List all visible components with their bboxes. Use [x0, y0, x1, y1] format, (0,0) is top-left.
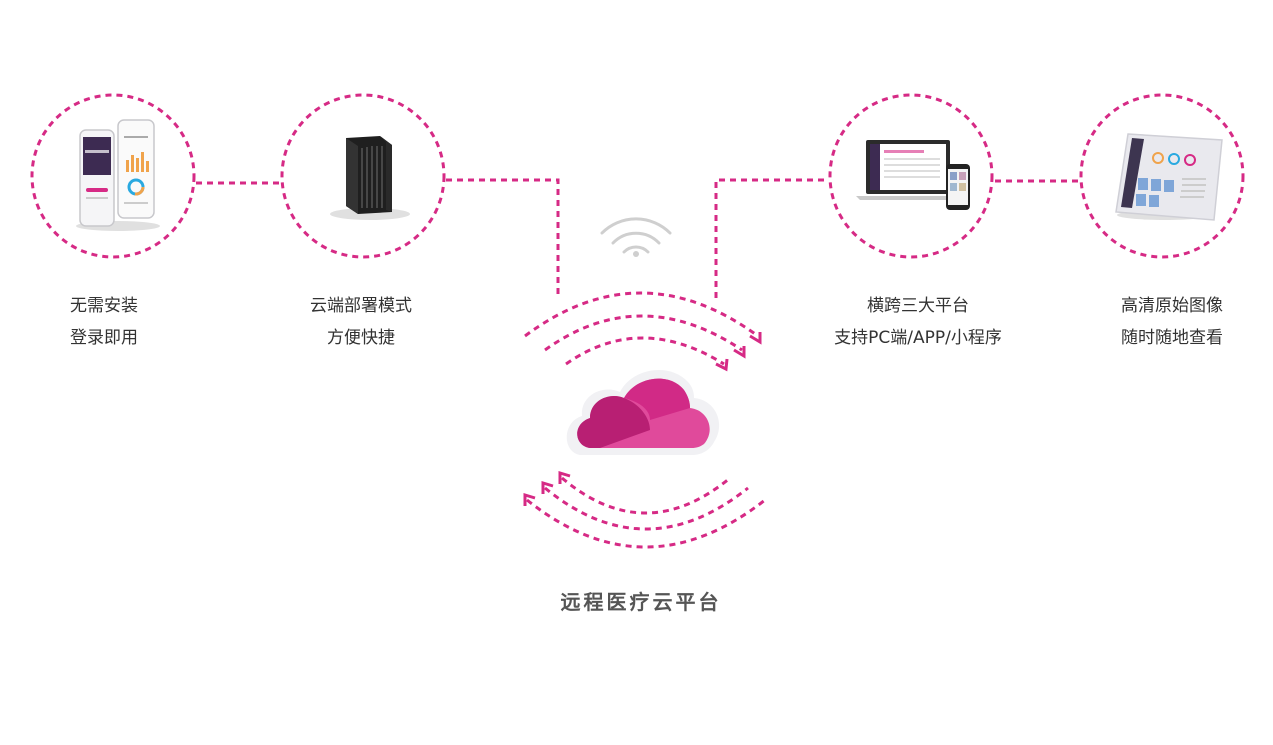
node-label-line1: 高清原始图像 — [1121, 296, 1223, 316]
wifi-icon — [600, 217, 672, 257]
connector-2-center — [446, 178, 560, 298]
node-label-line1: 云端部署模式 — [310, 296, 412, 316]
node-label-app-install: 无需安装 登录即用 — [0, 290, 214, 354]
node-label-line2: 支持PC端/APP/小程序 — [834, 328, 1002, 348]
platform-title: 远程医疗云平台 — [560, 590, 722, 614]
node-label-cross-platform: 横跨三大平台 支持PC端/APP/小程序 — [808, 290, 1028, 354]
smartphone-app-icon — [76, 119, 160, 231]
node-label-hd-image: 高清原始图像 随时随地查看 — [1062, 290, 1273, 354]
upper-signal-arcs — [524, 291, 759, 366]
cloud-icon — [566, 369, 720, 455]
connector-center-3 — [714, 178, 829, 298]
server-icon — [330, 136, 410, 220]
node-label-line2: 方便快捷 — [327, 328, 395, 348]
node-label-cloud-deploy: 云端部署模式 方便快捷 — [251, 290, 471, 354]
tablet-dashboard-icon — [1115, 133, 1223, 221]
node-label-line2: 随时随地查看 — [1121, 328, 1223, 348]
node-label-line1: 横跨三大平台 — [867, 296, 969, 316]
node-label-line2: 登录即用 — [70, 328, 138, 348]
laptop-phone-icon — [856, 140, 970, 210]
lower-signal-arcs — [526, 476, 766, 549]
node-label-line1: 无需安装 — [70, 296, 138, 316]
